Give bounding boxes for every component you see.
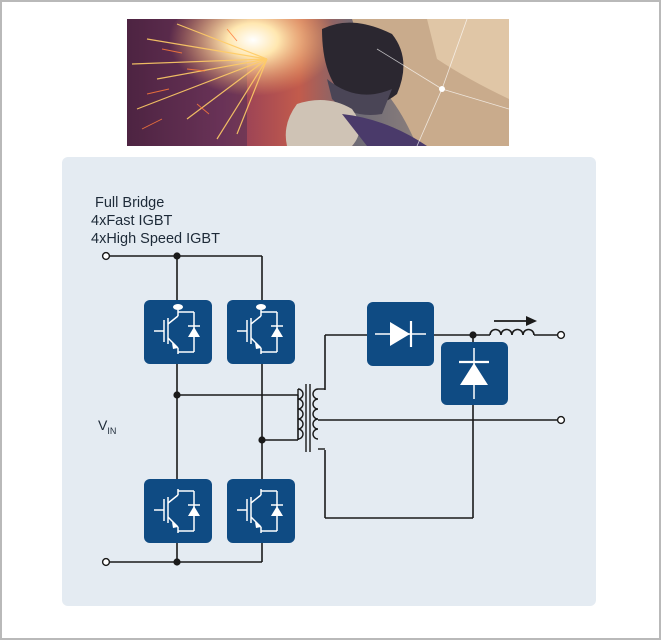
current-arrow-icon [494,316,537,326]
igbt-top-right-icon [226,299,296,365]
igbt-bottom-left-icon [143,478,213,544]
terminal-bottom-left [101,557,111,567]
freewheel-diode-icon [441,342,508,405]
rectifier-diode-icon [365,300,436,368]
igbt-bottom-right-icon [226,478,296,544]
terminal-out-mid [556,415,566,425]
inductor-icon [489,328,535,336]
label-full-bridge: Full Bridge [95,195,165,211]
welding-photo [127,19,509,146]
label-high-speed-igbt: 4xHigh Speed IGBT [91,231,220,247]
igbt-top-left-icon [143,299,213,365]
label-vin: VIN [98,417,117,436]
terminal-out-top [556,330,566,340]
label-fast-igbt: 4xFast IGBT [91,213,173,229]
transformer-icon [297,384,325,452]
welder-with-sparks-photo [127,19,509,146]
terminal-top-left [101,251,111,261]
